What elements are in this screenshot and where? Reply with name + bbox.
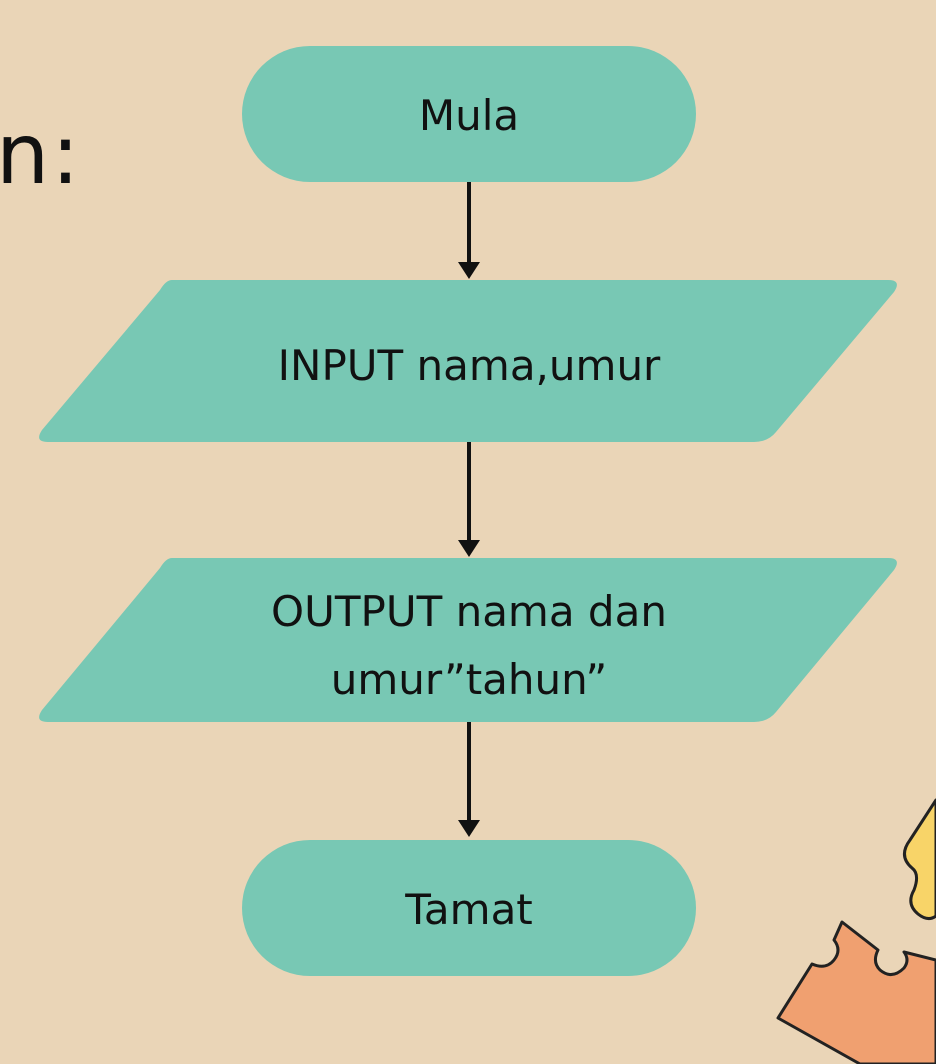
end-label: Tamat (404, 885, 533, 934)
puzzle-piece-orange-icon (776, 920, 936, 1064)
flow-arrow-3 (458, 722, 480, 837)
input-label: INPUT nama,umur (278, 341, 661, 390)
slide-heading-fragment: n: (0, 105, 82, 203)
output-label-line2: umur”tahun” (331, 655, 607, 704)
start-terminator: Mula (242, 46, 696, 182)
input-parallelogram: INPUT nama,umur (39, 280, 897, 442)
flow-arrow-2 (458, 442, 480, 557)
puzzle-piece-yellow-icon (903, 798, 936, 921)
flow-arrow-1 (458, 182, 480, 279)
output-parallelogram: OUTPUT nama dan umur”tahun” (39, 558, 897, 722)
output-label-line1: OUTPUT nama dan (271, 587, 667, 636)
start-label: Mula (419, 91, 519, 140)
end-terminator: Tamat (242, 840, 696, 976)
